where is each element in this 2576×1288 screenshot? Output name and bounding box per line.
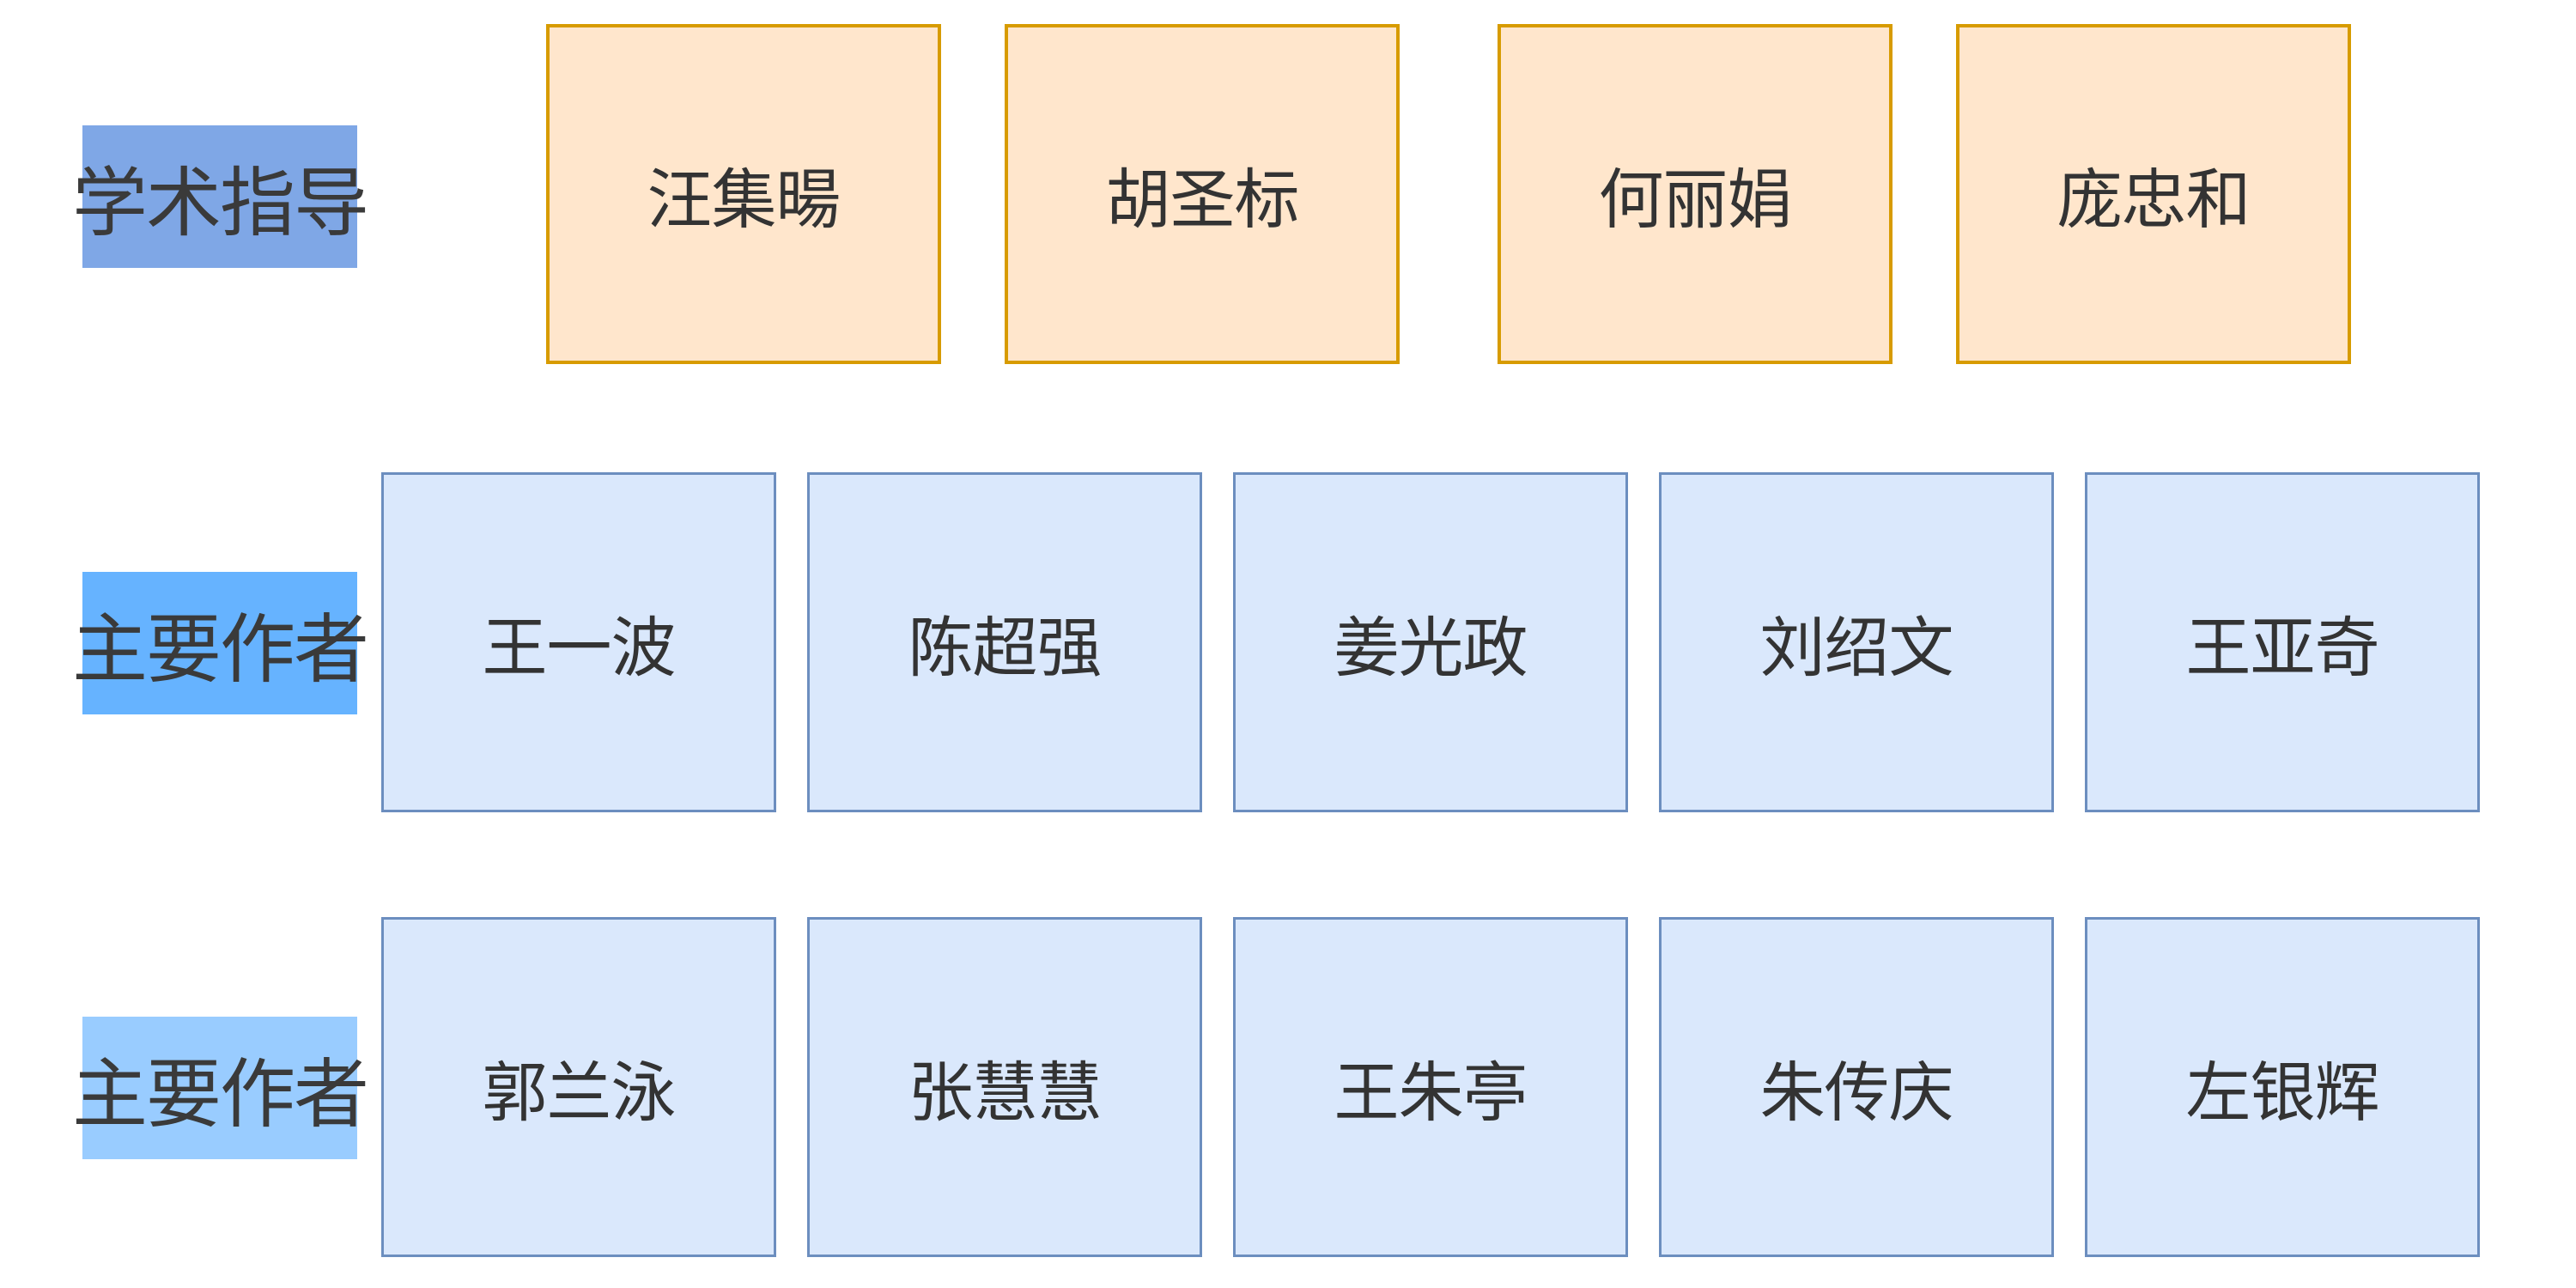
- person-name: 胡圣标: [1105, 161, 1300, 238]
- person-name: 刘绍文: [1759, 610, 1954, 686]
- row-label-main-authors-2: 主要作者: [72, 1017, 369, 1159]
- person-name: 姜光政: [1334, 610, 1528, 686]
- person-name: 郭兰泳: [482, 1054, 677, 1131]
- person-name: 左银辉: [2185, 1054, 2380, 1131]
- advisor-box: 庞忠和: [1956, 24, 2351, 364]
- author-box: 王朱亭: [1233, 917, 1628, 1257]
- row-label-main-authors-1: 主要作者: [72, 572, 369, 714]
- row-label-text: 主要作者: [72, 1049, 369, 1139]
- person-name: 王朱亭: [1334, 1054, 1528, 1131]
- author-box: 刘绍文: [1659, 472, 2054, 812]
- person-name: 朱传庆: [1759, 1054, 1954, 1131]
- person-name: 王一波: [482, 610, 677, 686]
- person-name: 庞忠和: [2057, 161, 2251, 238]
- author-box: 王亚奇: [2085, 472, 2480, 812]
- advisor-box: 汪集暘: [546, 24, 941, 364]
- author-box: 朱传庆: [1659, 917, 2054, 1257]
- person-name: 汪集暘: [647, 161, 841, 238]
- row-label-text: 主要作者: [72, 605, 369, 694]
- person-name: 张慧慧: [908, 1054, 1103, 1131]
- person-name: 陈超强: [908, 610, 1103, 686]
- author-box: 姜光政: [1233, 472, 1628, 812]
- advisor-box: 何丽娟: [1498, 24, 1893, 364]
- author-box: 王一波: [381, 472, 776, 812]
- author-box: 郭兰泳: [381, 917, 776, 1257]
- author-box: 陈超强: [807, 472, 1202, 812]
- author-box: 张慧慧: [807, 917, 1202, 1257]
- row-label-text: 学术指导: [72, 158, 369, 247]
- person-name: 何丽娟: [1598, 161, 1793, 238]
- advisor-box: 胡圣标: [1005, 24, 1400, 364]
- person-name: 王亚奇: [2185, 610, 2380, 686]
- row-label-academic-guidance: 学术指导: [72, 125, 369, 268]
- author-box: 左银辉: [2085, 917, 2480, 1257]
